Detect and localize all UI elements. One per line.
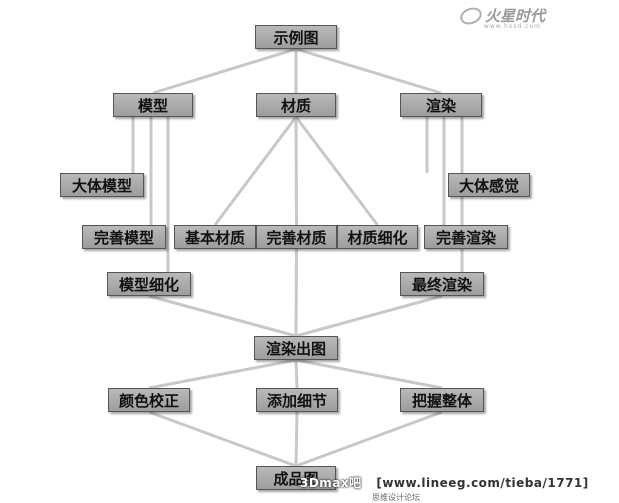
- node-label: 最终渲染: [411, 275, 472, 294]
- node-label: 成品图: [273, 469, 319, 488]
- node-label: 材质: [280, 96, 311, 115]
- node-label: 完善材质: [266, 228, 327, 247]
- watermark-text: [www.lineeg.com/tieba/1771]: [376, 476, 589, 490]
- logo-text: 火星时代: [484, 7, 545, 25]
- logo-ring-icon: [457, 4, 485, 27]
- node-label: 模型细化: [118, 275, 179, 294]
- node-color-correct: 颜色校正: [108, 388, 190, 412]
- connector-example-render: [295, 47, 442, 95]
- node-refine-material: 完善材质: [256, 225, 337, 249]
- connector-material-refine_material: [294, 116, 298, 226]
- connector-render_output-color_correct: [148, 358, 297, 390]
- node-refine-render: 完善渲染: [424, 225, 508, 249]
- node-label: 颜色校正: [118, 391, 179, 410]
- node-label: 完善模型: [93, 228, 154, 247]
- node-label: 渲染出图: [265, 339, 326, 358]
- logo-url: www.hxsd.com: [483, 23, 541, 30]
- node-rough-feel: 大体感觉: [448, 173, 530, 197]
- connector-add_detail-finished: [294, 411, 299, 467]
- node-add-detail: 添加细节: [256, 388, 338, 412]
- connector-render_output-grasp_whole: [295, 358, 443, 390]
- connector-refine_material-render_output: [294, 248, 298, 337]
- node-basic-material: 基本材质: [174, 225, 256, 249]
- connector-material-material_detail: [294, 116, 379, 226]
- connector-color_correct-finished: [148, 410, 297, 468]
- node-final-render: 最终渲染: [400, 272, 484, 296]
- node-label: 大体感觉: [458, 176, 519, 195]
- brand-logo: 火星时代: [457, 4, 545, 27]
- node-label: 模型: [137, 96, 168, 115]
- watermark-brand: 3Dmax吧: [300, 476, 362, 490]
- watermark-sub: 思维设计论坛: [372, 493, 420, 502]
- node-rough-model: 大体模型: [60, 173, 144, 197]
- node-label: 材质细化: [347, 228, 408, 247]
- connector-example-model: [152, 47, 297, 95]
- node-example: 示例图: [255, 25, 337, 49]
- node-label: 示例图: [273, 28, 319, 47]
- node-label: 完善渲染: [435, 228, 496, 247]
- node-label: 大体模型: [71, 176, 132, 195]
- connector-model_detail-render_output: [148, 294, 297, 338]
- connector-material-basic_material: [213, 116, 298, 226]
- node-model: 模型: [113, 93, 193, 117]
- node-grasp-whole: 把握整体: [400, 388, 484, 412]
- node-label: 渲染: [425, 96, 456, 115]
- node-label: 基本材质: [184, 228, 245, 247]
- node-material-detail: 材质细化: [337, 225, 418, 249]
- node-label: 把握整体: [411, 391, 472, 410]
- connector-final_render-render_output: [295, 294, 443, 338]
- node-model-detail: 模型细化: [107, 272, 191, 296]
- node-render-output: 渲染出图: [254, 336, 338, 360]
- node-finished: 成品图: [256, 466, 336, 490]
- connector-render_output-add_detail: [294, 359, 299, 389]
- node-render: 渲染: [400, 93, 482, 117]
- watermark: 3Dmax吧 [www.lineeg.com/tieba/1771]: [300, 474, 589, 491]
- node-material: 材质: [256, 93, 336, 117]
- node-refine-model: 完善模型: [82, 225, 166, 249]
- node-label: 添加细节: [266, 391, 327, 410]
- connector-grasp_whole-finished: [295, 410, 443, 468]
